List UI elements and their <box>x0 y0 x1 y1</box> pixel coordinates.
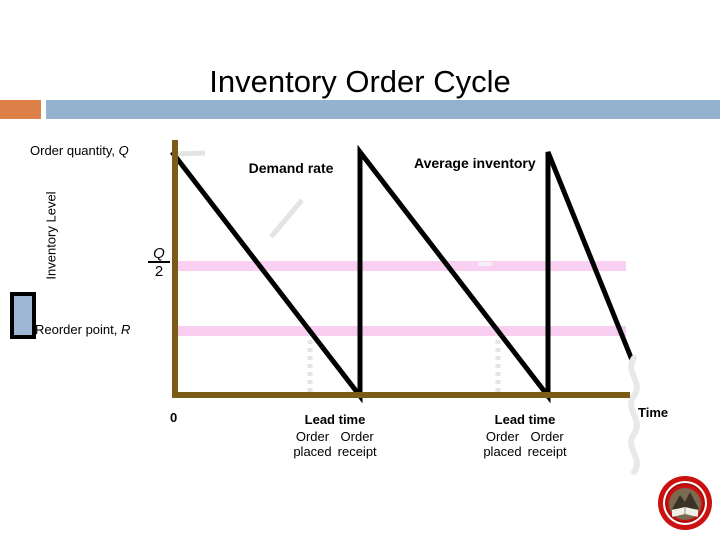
order-placed-label-2: Order placed <box>483 429 521 459</box>
header-accent-blue <box>46 100 720 119</box>
label-order-quantity-symbol: Q <box>118 143 129 158</box>
x-axis-label: Time <box>638 405 669 420</box>
lead-time-block-1: Lead time Order placed Order receipt <box>262 412 408 459</box>
order-placed-line1-1: Order <box>295 429 330 444</box>
label-half-order-quantity: Q 2 <box>148 246 170 279</box>
lead-time-row-2: Order placed Order receipt <box>452 429 598 459</box>
header-accent-orange <box>0 100 41 119</box>
order-placed-line1-2: Order <box>485 429 520 444</box>
label-average-inventory: Average inventory <box>414 155 536 171</box>
seal-mountain-icon <box>672 492 699 509</box>
order-receipt-line2-2: receipt <box>527 444 567 459</box>
order-placed-line2-1: placed <box>293 444 332 459</box>
label-demand-rate: Demand rate <box>248 160 334 176</box>
order-placed-line2-2: placed <box>483 444 522 459</box>
lead-time-title-1: Lead time <box>304 412 366 427</box>
x-axis <box>172 392 630 398</box>
leader-line-demand-rate <box>269 198 304 239</box>
page-title: Inventory Order Cycle <box>209 64 511 99</box>
university-seal-logo <box>658 476 712 530</box>
axis-break-squiggle <box>628 355 640 475</box>
order-receipt-line2-1: receipt <box>337 444 377 459</box>
label-half-q-numerator: Q <box>148 246 170 263</box>
order-receipt-line1-1: Order <box>340 429 374 444</box>
reference-line-average-inventory <box>172 261 626 271</box>
order-receipt-label-1: Order receipt <box>338 429 377 459</box>
order-receipt-line1-2: Order <box>530 429 564 444</box>
y-axis-label: Inventory Level <box>43 191 59 280</box>
label-reorder-point: Reorder point, R <box>35 322 130 337</box>
leader-line-order-quantity <box>175 150 206 157</box>
label-order-quantity: Order quantity, Q <box>30 143 129 158</box>
label-reorder-point-text: Reorder point, <box>35 322 121 337</box>
label-half-q-denominator: 2 <box>154 263 164 280</box>
y-axis <box>172 140 178 398</box>
reference-line-reorder-point <box>172 326 626 336</box>
inventory-level-sawtooth <box>170 144 635 404</box>
lead-time-row-1: Order placed Order receipt <box>262 429 408 459</box>
axis-origin-label: 0 <box>170 410 178 425</box>
label-order-quantity-text: Order quantity, <box>30 143 119 158</box>
lead-time-block-2: Lead time Order placed Order receipt <box>452 412 598 459</box>
legend-swatch-blue <box>10 292 36 339</box>
lead-time-title-2: Lead time <box>494 412 556 427</box>
label-reorder-point-symbol: R <box>121 322 131 337</box>
seal-ring-outline <box>665 483 705 523</box>
order-receipt-label-2: Order receipt <box>528 429 567 459</box>
order-placed-label-1: Order placed <box>293 429 331 459</box>
